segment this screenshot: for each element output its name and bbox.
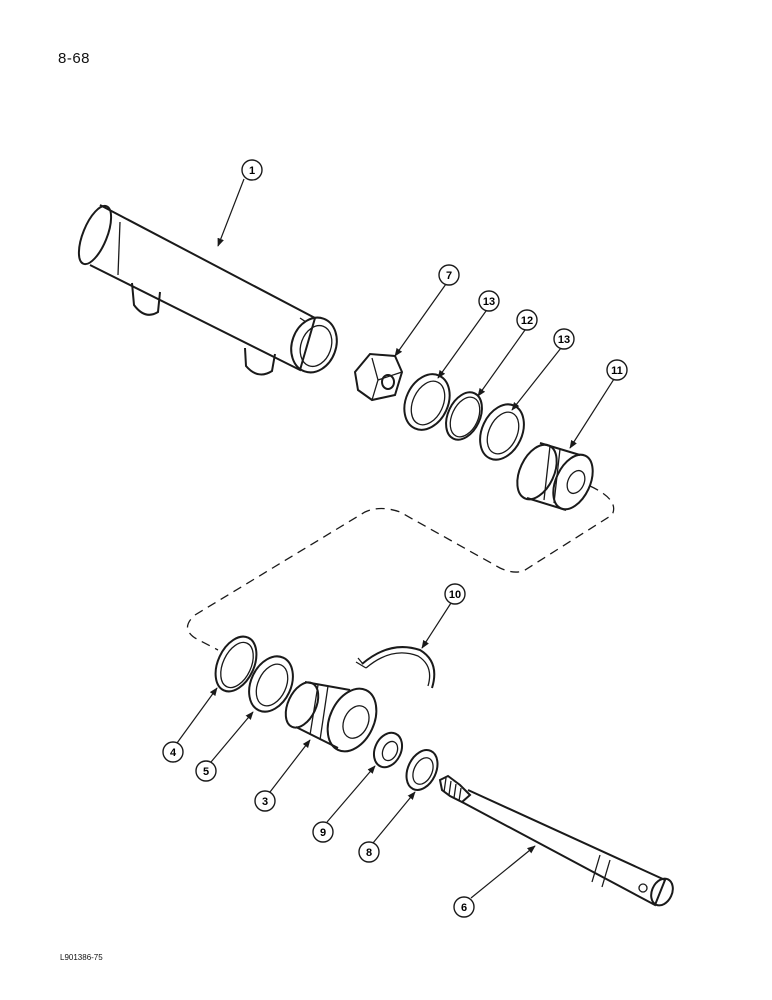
callout-9: 9 [312,821,334,843]
leader-lines [176,178,615,899]
gland-11 [516,442,594,511]
svg-text:1: 1 [249,165,255,177]
svg-text:9: 9 [320,827,326,839]
svg-text:11: 11 [611,365,623,377]
callout-8: 8 [358,841,380,863]
callout-12: 12 [516,309,538,331]
callout-6: 6 [453,896,475,918]
svg-text:4: 4 [170,747,177,759]
svg-text:13: 13 [558,334,570,346]
callout-10: 10 [444,583,466,605]
callout-5: 5 [195,760,217,782]
callout-4: 4 [162,741,184,763]
seal-8 [405,749,439,791]
svg-text:8: 8 [366,847,372,859]
ring-5 [248,655,294,713]
gland-nut [353,352,404,402]
backup-ring-12 [445,391,483,441]
svg-text:3: 3 [262,796,268,808]
callout-11: 11 [606,359,628,381]
svg-text:7: 7 [446,270,452,282]
piston-3 [284,681,378,753]
assembly-dashed-line [186,485,615,651]
callout-7: 7 [438,264,460,286]
wire-ring-10 [355,646,436,689]
svg-text:10: 10 [449,589,461,601]
ring-13-upper [403,373,451,431]
svg-text:12: 12 [521,315,533,327]
cylinder-barrel [77,204,338,376]
figure-code: L901386-75 [60,953,103,962]
ring-13-lower [479,403,525,461]
callout-13-upper: 13 [478,290,500,312]
bushing-9 [372,731,404,769]
ring-4 [214,635,258,693]
svg-text:5: 5 [203,766,209,778]
piston-rod-6 [438,774,674,907]
svg-text:6: 6 [461,902,467,914]
page-number: 8-68 [58,50,91,67]
callout-3: 3 [254,790,276,812]
callout-13-lower: 13 [553,328,575,350]
callout-1: 1 [241,159,263,181]
svg-text:13: 13 [483,296,495,308]
